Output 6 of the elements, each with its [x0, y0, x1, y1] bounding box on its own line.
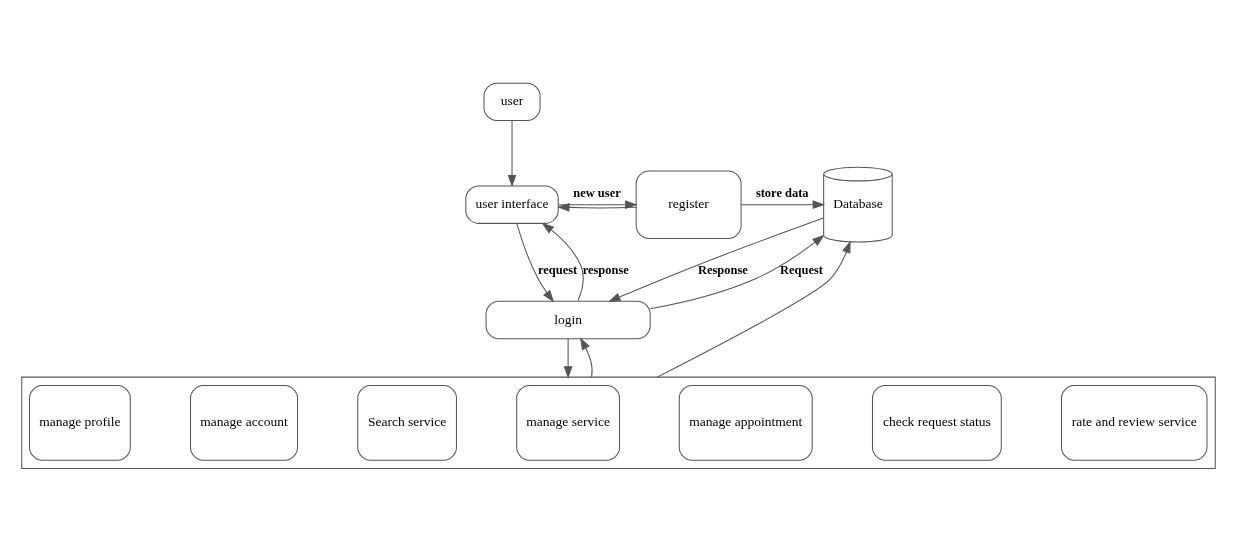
edge-label: response [582, 262, 629, 277]
edge-label: new user [573, 186, 621, 200]
edge-label: Response [697, 262, 748, 277]
edge-label: request [538, 262, 578, 277]
edge-label: store data [755, 186, 809, 200]
edge-label: Request [780, 262, 823, 277]
